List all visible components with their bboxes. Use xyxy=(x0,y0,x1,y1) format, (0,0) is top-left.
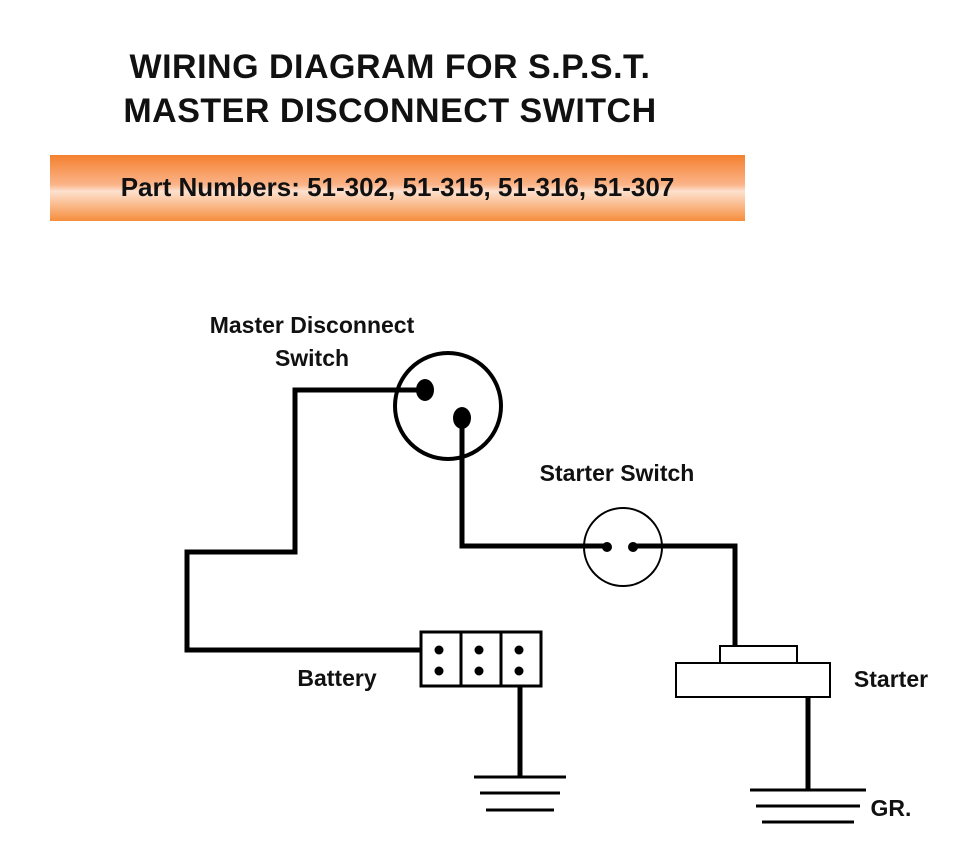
starter-switch-label: Starter Switch xyxy=(540,460,695,486)
title-line-2: MASTER DISCONNECT SWITCH xyxy=(123,92,657,130)
master-disconnect-switch xyxy=(393,351,503,461)
wire-master-to-starter-switch xyxy=(459,415,606,549)
starter-ground-symbol xyxy=(750,788,866,824)
starter-switch xyxy=(583,507,663,587)
master-switch-terminal-2 xyxy=(453,407,471,429)
title-line-1: WIRING DIAGRAM FOR S.P.S.T. xyxy=(129,48,651,86)
master-switch-label-line-2: Switch xyxy=(275,345,349,371)
battery-label: Battery xyxy=(297,665,376,691)
master-switch-terminal-1 xyxy=(416,379,434,401)
part-numbers-text: Part Numbers: 51-302, 51-315, 51-316, 51… xyxy=(120,172,675,202)
wire-master-to-battery xyxy=(184,387,435,653)
wire-starter-switch-to-starter xyxy=(630,543,738,651)
battery-ground-symbol xyxy=(474,775,566,812)
ground-label: GR. xyxy=(871,795,912,821)
starter-label: Starter xyxy=(854,666,928,692)
battery xyxy=(419,630,543,688)
part-numbers-banner: Part Numbers: 51-302, 51-315, 51-316, 51… xyxy=(50,155,745,221)
starter-motor xyxy=(675,645,831,698)
master-switch-label-line-1: Master Disconnect xyxy=(210,312,415,338)
